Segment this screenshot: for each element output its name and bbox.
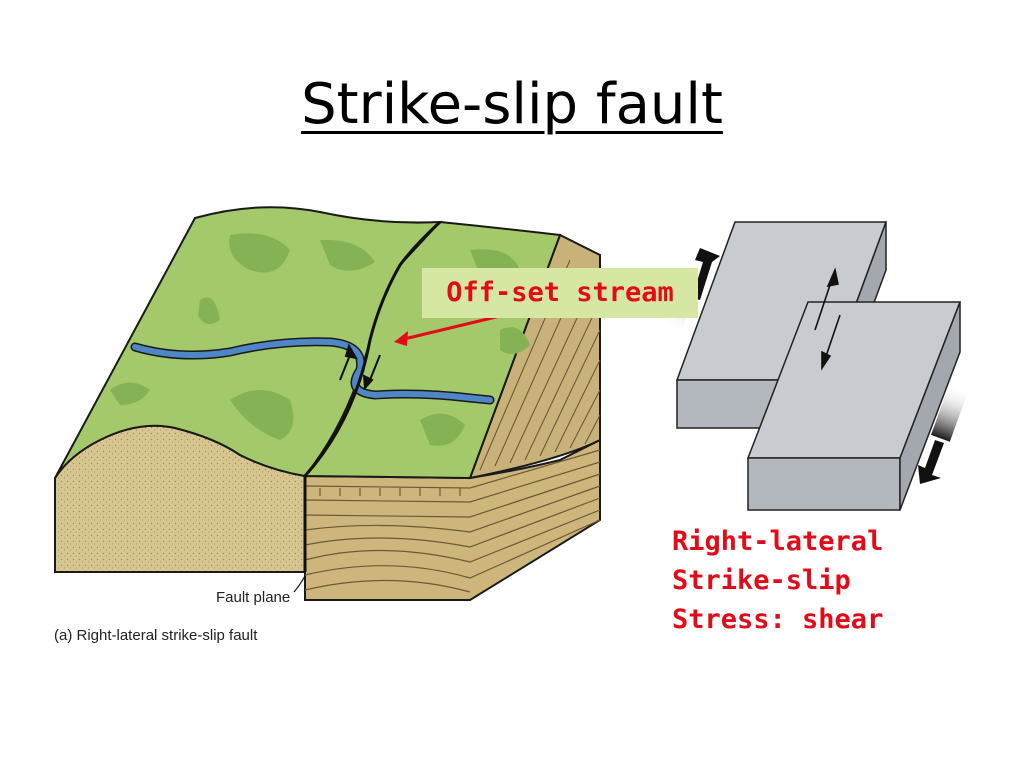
strata-lines — [304, 449, 601, 593]
surface-motion-arrows — [339, 343, 381, 391]
block-shear-arrows — [814, 267, 841, 371]
slide-title: Strike-slip fault — [301, 72, 723, 137]
legend-line-type: Right-lateral — [672, 526, 884, 557]
lower-gray-block — [746, 301, 962, 511]
strata-ticks — [319, 488, 461, 496]
legend-line-stress: Stress: shear — [672, 604, 884, 635]
large-down-arrow — [918, 383, 969, 484]
fault-description: Right-lateral Strike-slip Stress: shear — [672, 522, 883, 639]
callout-arrow — [399, 314, 501, 342]
legend-line-fault: Strike-slip — [672, 565, 851, 596]
fault-plane-label: Fault plane — [216, 589, 291, 606]
fault-plane-leader — [293, 575, 306, 593]
offset-stream-callout: Off-set stream — [422, 268, 698, 318]
figure-caption: (a) Right-lateral strike-slip fault — [54, 627, 258, 644]
fault-trace — [303, 220, 442, 572]
